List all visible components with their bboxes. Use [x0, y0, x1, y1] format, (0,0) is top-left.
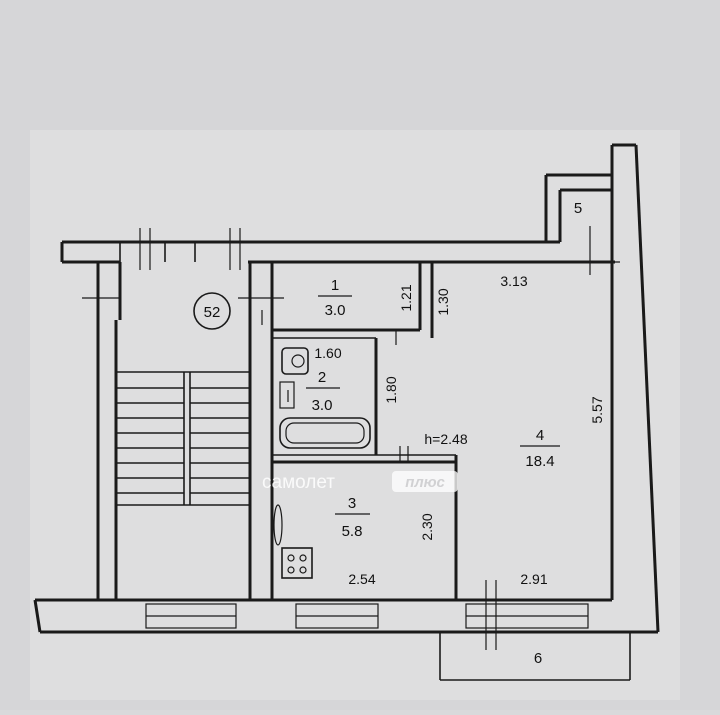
apartment-number-circle: [193, 292, 231, 330]
room-2-area: 3.0: [312, 397, 333, 414]
room-1-number: 1: [331, 277, 339, 294]
dim-1-21: 1.21: [398, 284, 414, 311]
toilet-icon: [281, 347, 309, 375]
room-4-area: 18.4: [525, 453, 554, 470]
watermark-suffix: плюс: [405, 474, 445, 491]
sink-icon: [279, 381, 295, 409]
kitchen-sink-icon: [273, 504, 283, 546]
paper-highlight: [30, 130, 680, 700]
apartment-number: 52: [204, 304, 221, 321]
staircase: [116, 242, 250, 506]
room-5-number: 5: [574, 200, 582, 217]
watermark: самолет плюс: [262, 471, 458, 493]
dim-2-91: 2.91: [520, 571, 547, 587]
dim-5-57: 5.57: [589, 396, 605, 423]
stove-icon: [281, 547, 313, 579]
window-marks: [82, 226, 620, 650]
bathtub-icon: [279, 417, 371, 449]
ceiling-height: h=2.48: [424, 431, 467, 447]
dim-2-30: 2.30: [419, 513, 435, 540]
room-3-number: 3: [348, 495, 356, 512]
interior-walls: [248, 262, 458, 600]
dim-3-13: 3.13: [500, 273, 527, 289]
room-2-number: 2: [318, 369, 326, 386]
room-4-number: 4: [536, 427, 544, 444]
dim-2-54: 2.54: [348, 571, 375, 587]
room-6-number: 6: [534, 650, 542, 667]
room-1-area: 3.0: [325, 302, 346, 319]
watermark-brand: самолет: [262, 472, 335, 493]
dim-1-60: 1.60: [314, 345, 341, 361]
dim-1-30: 1.30: [435, 288, 451, 315]
room-3-area: 5.8: [342, 523, 363, 540]
dim-1-80: 1.80: [383, 376, 399, 403]
